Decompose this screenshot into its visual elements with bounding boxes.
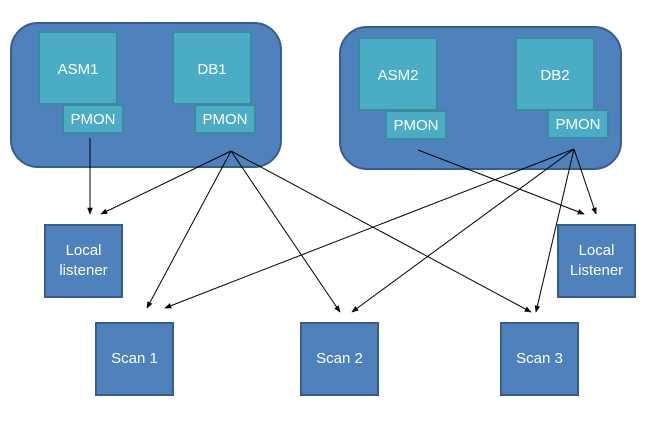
arrow-db1-to-local-listener-1 (100, 150, 232, 215)
local-listener-1: Local listener (44, 224, 123, 298)
arrow-db2-to-local-listener-2 (573, 148, 597, 215)
scan-listener-2: Scan 2 (300, 322, 379, 396)
local-listener-1-line2: listener (59, 262, 108, 279)
asm1-pmon: PMON (62, 104, 124, 134)
local-listener-2: Local Listener (557, 224, 636, 298)
arrow-db1-to-scan-1 (146, 150, 232, 309)
arrow-asm2-to-local-listener-2 (417, 149, 585, 215)
local-listener-2-line2: Listener (569, 262, 624, 279)
db2-pmon: PMON (547, 109, 609, 139)
arrow-db1-to-scan-3 (230, 150, 532, 313)
scan-listener-3: Scan 3 (500, 322, 579, 396)
db1-pmon: PMON (194, 104, 256, 134)
arrow-db2-to-scan-3 (534, 148, 575, 313)
arrow-db2-to-scan-2 (351, 148, 575, 313)
asm2-pmon: PMON (385, 110, 447, 140)
arrow-db2-to-scan-1 (164, 148, 575, 309)
asm1-instance: ASM1 (38, 31, 118, 105)
db2-instance: DB2 (515, 37, 595, 111)
scan-listener-1: Scan 1 (95, 322, 174, 396)
local-listener-1-line1: Local (65, 242, 102, 259)
arrow-db1-to-scan-2 (230, 150, 341, 313)
local-listener-2-line1: Local (578, 242, 615, 259)
